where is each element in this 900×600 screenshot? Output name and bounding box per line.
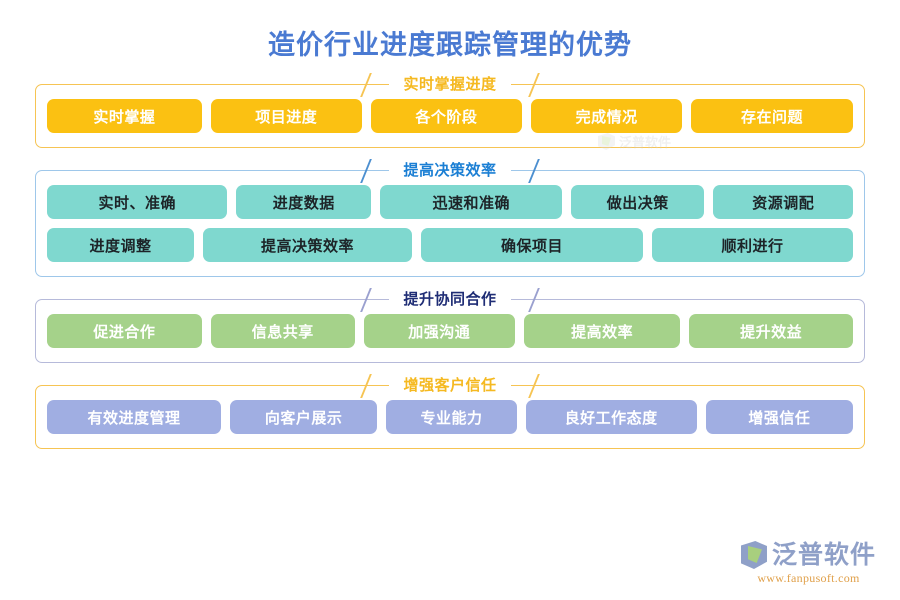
pill-item[interactable]: 提高决策效率	[203, 228, 412, 262]
pill-row: 有效进度管理 向客户展示 专业能力 良好工作态度 增强信任	[47, 400, 853, 434]
pill-item[interactable]: 实时掌握	[47, 99, 202, 133]
slash-left-icon	[360, 159, 373, 183]
pill-row: 实时、准确 进度数据 迅速和准确 做出决策 资源调配	[47, 185, 853, 219]
brand-logo: 泛普软件 www.fanpusoft.com	[740, 541, 876, 585]
pill-item[interactable]: 提升效益	[689, 314, 853, 348]
page-title: 造价行业进度跟踪管理的优势	[268, 30, 632, 60]
slash-right-icon	[527, 374, 540, 398]
pill-item[interactable]: 进度调整	[47, 228, 194, 262]
pill-item[interactable]: 良好工作态度	[525, 400, 697, 434]
pill-row: 实时掌握 项目进度 各个阶段 完成情况 存在问题	[47, 99, 853, 133]
pill-row: 进度调整 提高决策效率 确保项目 顺利进行	[47, 228, 853, 262]
section-collaboration: 提升协同合作 促进合作 信息共享 加强沟通 提高效率 提升效益	[35, 288, 865, 363]
section-title: 实时掌握进度	[389, 74, 511, 96]
slash-left-icon	[360, 288, 373, 312]
pill-item[interactable]: 专业能力	[386, 400, 517, 434]
section-decision-efficiency: 提高决策效率 实时、准确 进度数据 迅速和准确 做出决策 资源调配 进度调整 提…	[35, 159, 865, 277]
section-header: 提升协同合作	[36, 288, 864, 312]
pill-item[interactable]: 实时、准确	[47, 185, 228, 219]
pill-item[interactable]: 提高效率	[523, 314, 681, 348]
slash-left-icon	[360, 374, 373, 398]
pill-item[interactable]: 促进合作	[47, 314, 202, 348]
section-header: 提高决策效率	[36, 159, 864, 183]
slash-right-icon	[527, 73, 540, 97]
brand-url: www.fanpusoft.com	[757, 571, 860, 585]
pill-item[interactable]: 做出决策	[571, 185, 705, 219]
pill-item[interactable]: 顺利进行	[652, 228, 853, 262]
pill-item[interactable]: 确保项目	[421, 228, 643, 262]
pill-row: 促进合作 信息共享 加强沟通 提高效率 提升效益	[47, 314, 853, 348]
pill-item[interactable]: 信息共享	[210, 314, 355, 348]
slash-right-icon	[527, 288, 540, 312]
pill-item[interactable]: 进度数据	[236, 185, 372, 219]
section-real-time-progress: 实时掌握进度 实时掌握 项目进度 各个阶段 完成情况 存在问题	[35, 73, 865, 148]
pill-item[interactable]: 加强沟通	[363, 314, 515, 348]
pill-item[interactable]: 存在问题	[691, 99, 853, 133]
section-title: 提升协同合作	[389, 289, 511, 311]
brand-top: 泛普软件	[740, 541, 876, 569]
pill-item[interactable]: 增强信任	[705, 400, 853, 434]
section-title: 提高决策效率	[389, 160, 511, 182]
pill-item[interactable]: 向客户展示	[229, 400, 378, 434]
pill-item[interactable]: 有效进度管理	[47, 400, 221, 434]
section-customer-trust: 增强客户信任 有效进度管理 向客户展示 专业能力 良好工作态度 增强信任	[35, 374, 865, 449]
slash-left-icon	[360, 73, 373, 97]
pill-item[interactable]: 各个阶段	[370, 99, 522, 133]
pill-item[interactable]: 迅速和准确	[380, 185, 563, 219]
pill-item[interactable]: 资源调配	[713, 185, 853, 219]
section-header: 实时掌握进度	[36, 73, 864, 97]
brand-name: 泛普软件	[771, 541, 876, 569]
sections-container: 实时掌握进度 实时掌握 项目进度 各个阶段 完成情况 存在问题 提高决策效率 实…	[0, 73, 900, 449]
pill-item[interactable]: 项目进度	[210, 99, 362, 133]
fanpu-logo-icon	[740, 541, 767, 569]
section-header: 增强客户信任	[36, 374, 864, 398]
slash-right-icon	[527, 159, 540, 183]
pill-item[interactable]: 完成情况	[531, 99, 683, 133]
section-title: 增强客户信任	[389, 375, 511, 397]
